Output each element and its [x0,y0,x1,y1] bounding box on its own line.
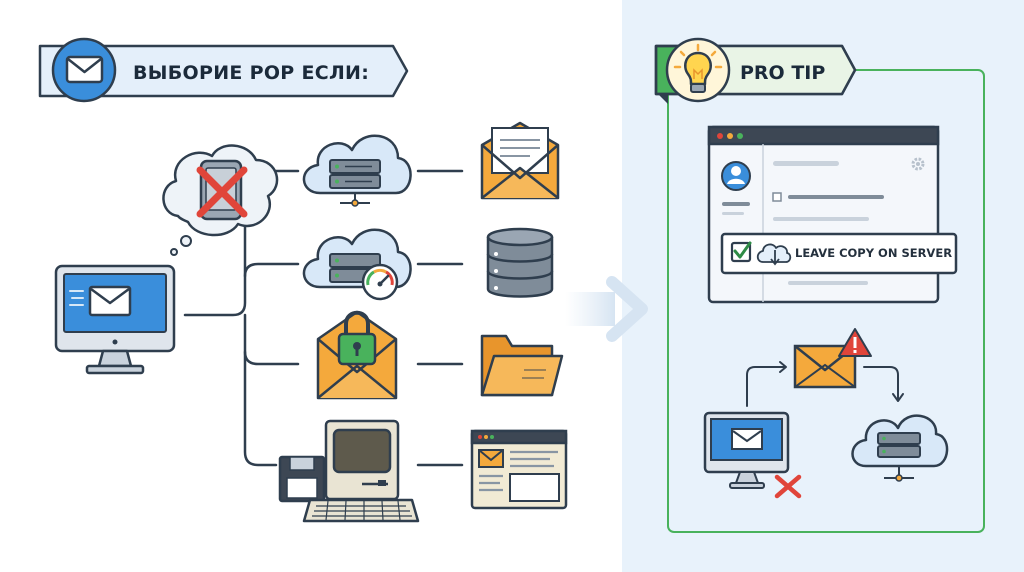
email-client-window-icon [470,429,568,510]
title-banner [38,37,409,103]
no-mobile-icon [196,159,248,221]
cloud-server-small-icon [851,414,949,482]
envelope-icon [65,55,104,84]
transition-arrow [565,276,648,342]
cloud-download-icon [756,243,792,266]
lightbulb-icon [673,43,723,93]
checkbox-checked-icon[interactable] [730,241,752,263]
flow-arrows [746,361,904,407]
database-icon [486,227,554,298]
gear-icon [911,157,925,171]
mail-settings-window [707,125,940,304]
leave-copy-on-server-label[interactable]: LEAVE COPY ON SERVER [795,246,953,260]
desktop-computer-icon [54,264,176,375]
pro-tip-banner [654,37,857,104]
diagram-title: ВЫБОРИЕ POP ЕСЛИ: [133,62,370,84]
thought-bubble [162,144,279,256]
retro-computer-icon [278,419,420,523]
cloud-server-speed-icon [302,228,412,301]
pro-tip-title: PRO TIP [740,62,826,84]
leave-copy-on-server-option[interactable] [720,232,958,275]
locked-envelope-icon [316,310,398,400]
computer-deleted-icon [703,411,802,499]
envelope-letter-icon [480,121,560,200]
folder-icon [480,334,564,397]
warning-envelope-icon [793,328,872,389]
cloud-server-icon [302,134,412,207]
